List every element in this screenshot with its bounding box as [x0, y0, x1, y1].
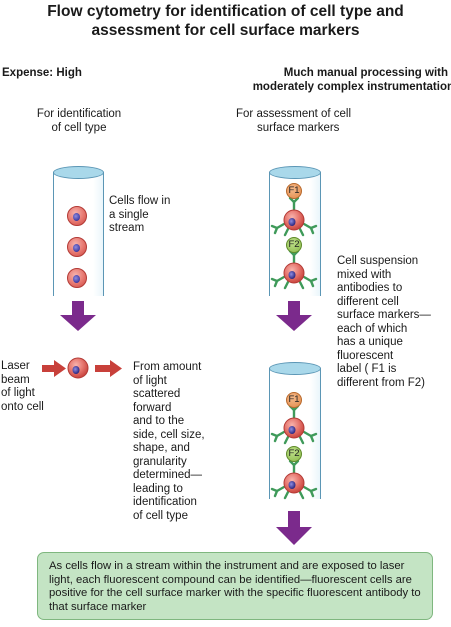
left-subheading: For identification of cell type — [0, 108, 158, 135]
label-line: determined— — [133, 469, 203, 481]
laser-label: Laser beam of light onto cell — [1, 360, 44, 414]
cells-flow-label: Cells flow in a single stream — [109, 195, 170, 236]
cell-nucleus — [73, 213, 80, 221]
f2-marker: F2 — [286, 446, 302, 462]
scatter-description: From amount of light scattered forward a… — [133, 361, 205, 523]
label-line: stream — [109, 222, 145, 234]
label-line: surface markers— — [337, 309, 431, 321]
title-line-1: Flow cytometry for identification of cel… — [47, 3, 404, 20]
label-line: of light — [133, 374, 167, 387]
right-subheading-line: For assessment of cell — [236, 108, 352, 120]
label-line: shape, and — [133, 442, 190, 454]
label-line: onto cell — [1, 400, 44, 413]
label-line: Cell suspension — [337, 255, 419, 267]
laser-arrow — [42, 360, 66, 377]
cell-nucleus — [288, 271, 296, 279]
result-text: As cells flow in a stream within the ins… — [49, 560, 421, 613]
label-line: granularity — [133, 455, 187, 468]
right-heading: Much manual processing with moderately c… — [238, 66, 451, 94]
label-line: of cell type — [133, 509, 188, 522]
label-line: a single — [109, 208, 149, 221]
label-line: each of which — [337, 322, 408, 335]
left-subheading-line: For identification — [36, 108, 122, 120]
left-tube-opening — [53, 166, 104, 179]
diagram-title: Flow cytometry for identification of cel… — [0, 2, 451, 40]
label-line: side, cell size, — [133, 428, 205, 441]
label-line: forward — [133, 401, 172, 414]
title-line-2: assessment for cell surface markers — [91, 22, 360, 39]
label-line: and to the — [133, 415, 185, 427]
label-line: of light — [1, 387, 35, 399]
result-box: As cells flow in a stream within the ins… — [37, 552, 433, 620]
label-line: scattered — [133, 388, 181, 400]
cell-nucleus — [288, 481, 296, 489]
label-line: identification — [133, 496, 197, 508]
label-line: antibodies to — [337, 282, 403, 294]
f1-marker: F1 — [286, 392, 302, 408]
cell-nucleus — [73, 275, 80, 283]
scatter-arrow — [95, 360, 122, 377]
right-tube-1-opening — [269, 166, 321, 179]
cell-nucleus — [73, 244, 80, 252]
label-line: mixed with — [337, 268, 392, 281]
f2-marker: F2 — [286, 237, 302, 253]
left-heading: Expense: High — [2, 67, 82, 79]
right-heading-line-2: moderately complex instrumentation — [252, 81, 451, 93]
label-line: fluorescent — [337, 349, 394, 362]
right-subheading-line: surface markers — [257, 121, 340, 134]
label-line: From amount — [133, 361, 202, 373]
label-line: beam — [1, 373, 30, 386]
cell — [67, 206, 87, 226]
label-line: Laser — [1, 360, 30, 372]
label-line: leading to — [133, 482, 183, 495]
down-arrow-right-1 — [276, 301, 312, 331]
right-subheading: For assessment of cell surface markers — [236, 108, 351, 135]
cell-nucleus — [288, 218, 296, 226]
cell — [67, 268, 87, 288]
suspension-description: Cell suspension mixed with antibodies to… — [337, 255, 431, 390]
right-heading-line-1: Much manual processing with — [283, 67, 448, 79]
right-tube-2-opening — [269, 362, 321, 375]
label-line: Cells flow in — [109, 195, 171, 207]
label-line: label ( F1 is — [337, 363, 397, 375]
cell — [67, 237, 87, 257]
f1-marker: F1 — [286, 183, 302, 199]
label-line: different cell — [337, 295, 399, 308]
down-arrow-left — [60, 301, 96, 331]
label-line: different from F2) — [337, 376, 425, 389]
laser-cell-nucleus — [72, 366, 80, 374]
label-line: has a unique — [337, 336, 403, 348]
down-arrow-right-2 — [276, 511, 312, 545]
cell-nucleus — [288, 426, 296, 434]
left-subheading-line: of cell type — [51, 121, 107, 134]
